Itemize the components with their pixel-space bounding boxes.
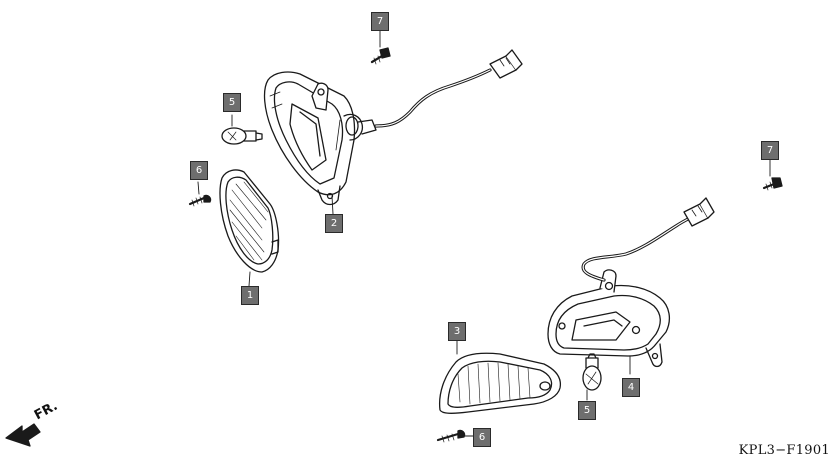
front-direction-arrow bbox=[5, 423, 41, 447]
left-housing-drawing bbox=[263, 71, 377, 215]
diagram-code: KPL3−F1901 bbox=[738, 443, 830, 458]
right-housing-drawing bbox=[547, 269, 671, 375]
right-bolt-drawing bbox=[762, 157, 783, 191]
callout-part-3[interactable]: 3 bbox=[448, 322, 466, 341]
callout-part-7-right[interactable]: 7 bbox=[761, 141, 779, 160]
left-wiring-drawing bbox=[374, 49, 523, 128]
callout-part-4[interactable]: 4 bbox=[622, 378, 640, 397]
left-bulb-drawing bbox=[221, 114, 263, 145]
left-screw-drawing bbox=[188, 181, 212, 207]
right-lens-drawing bbox=[438, 337, 562, 414]
callout-part-6-left[interactable]: 6 bbox=[190, 161, 208, 180]
callout-part-1[interactable]: 1 bbox=[241, 286, 259, 305]
left-lens-drawing bbox=[219, 169, 280, 287]
callout-part-5-left[interactable]: 5 bbox=[223, 93, 241, 112]
callout-part-6-right[interactable]: 6 bbox=[473, 428, 491, 447]
right-wiring-drawing bbox=[581, 197, 715, 282]
right-screw-drawing bbox=[436, 429, 475, 443]
callout-part-5-right[interactable]: 5 bbox=[578, 401, 596, 420]
right-bulb-drawing bbox=[582, 353, 602, 401]
top-bolt-drawing bbox=[370, 29, 391, 65]
callout-part-7-top[interactable]: 7 bbox=[371, 12, 389, 31]
callout-part-2[interactable]: 2 bbox=[325, 214, 343, 233]
